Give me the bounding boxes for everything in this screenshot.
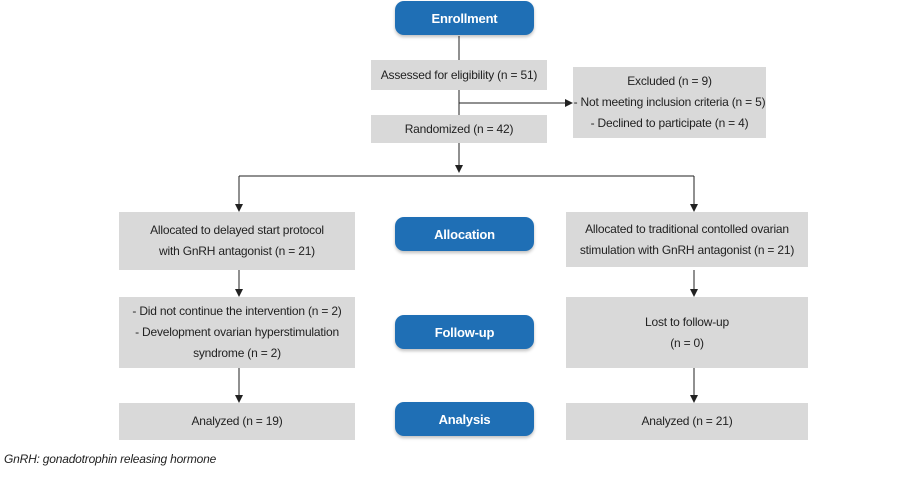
box-text: - Not meeting inclusion criteria (n = 5): [573, 95, 766, 109]
box-text: syndrome (n = 2): [193, 346, 281, 360]
box-text: - Declined to participate (n = 4): [590, 116, 749, 130]
box-text: stimulation with GnRH antagonist (n = 21…: [579, 242, 795, 257]
box-eligibility: Assessed for eligibility (n = 51): [371, 60, 547, 90]
stage-enrollment: Enrollment: [395, 1, 534, 35]
stage-analysis: Analysis: [395, 402, 534, 436]
box-randomized: Randomized (n = 42): [371, 115, 547, 143]
box-excluded: Excluded (n = 9) - Not meeting inclusion…: [573, 67, 766, 138]
box-text: Randomized (n = 42): [404, 121, 514, 136]
box-allocated-left: Allocated to delayed start protocol with…: [119, 212, 355, 270]
stage-allocation: Allocation: [395, 217, 534, 251]
box-text: Allocated to traditional contolled ovari…: [585, 221, 789, 236]
box-text: Assessed for eligibility (n = 51): [380, 67, 538, 82]
box-text: Lost to follow-up: [645, 314, 729, 329]
box-text: - Did not continue the intervention (n =…: [132, 304, 342, 318]
box-text: Allocated to delayed start protocol: [150, 223, 324, 237]
stage-follow-up: Follow-up: [395, 315, 534, 349]
box-text: Analyzed (n = 19): [191, 414, 283, 428]
box-analyzed-left: Analyzed (n = 19): [119, 403, 355, 440]
box-analyzed-right: Analyzed (n = 21): [566, 403, 808, 440]
box-text: - Development ovarian hyperstimulation: [135, 325, 339, 339]
box-follow-up-right: Lost to follow-up (n = 0): [566, 297, 808, 368]
box-text: Analyzed (n = 21): [641, 414, 733, 428]
box-allocated-right: Allocated to traditional contolled ovari…: [566, 212, 808, 267]
box-text: Excluded (n = 9): [627, 74, 712, 88]
box-text: with GnRH antagonist (n = 21): [159, 244, 315, 258]
box-text: (n = 0): [670, 335, 704, 350]
footnote: GnRH: gonadotrophin releasing hormone: [4, 452, 217, 466]
box-follow-up-left: - Did not continue the intervention (n =…: [119, 297, 355, 368]
